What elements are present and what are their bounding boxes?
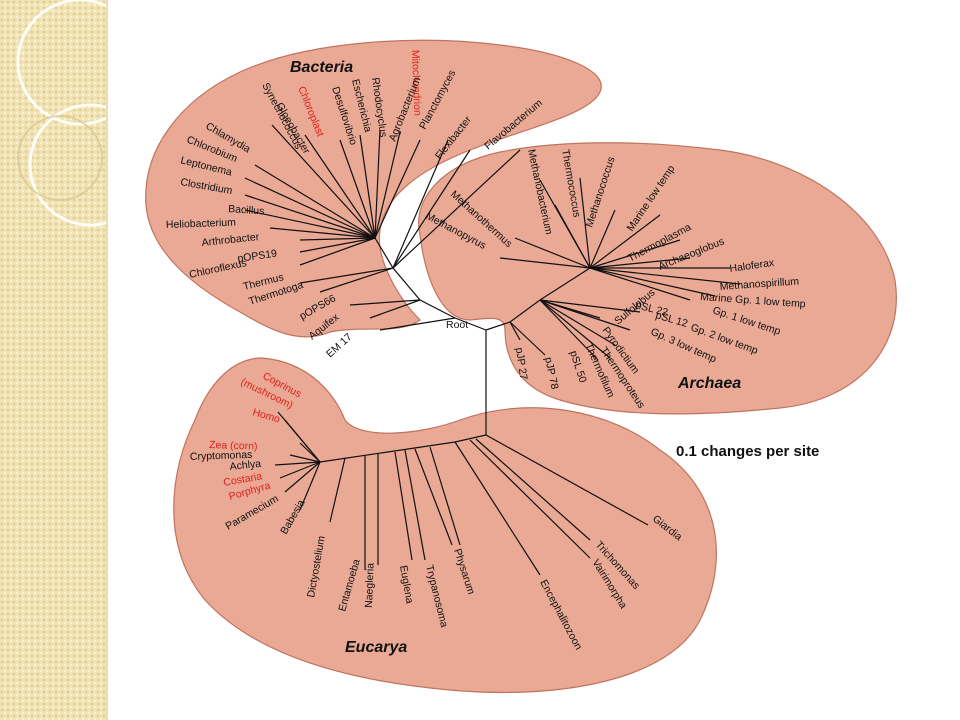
taxon-pjp27: pJP 27: [513, 347, 529, 381]
sidebar-circles-decoration: [16, 0, 106, 227]
taxon-em17: EM 17: [324, 331, 355, 360]
taxon-mitochondrion: Mitochondrion: [409, 50, 423, 116]
taxon-heliobacterium: Heliobacterium: [166, 217, 237, 231]
sidebar-divider: [106, 0, 108, 720]
taxon-naegleria: Naegleria: [363, 563, 377, 608]
domain-title-eucarya: Eucarya: [345, 639, 407, 656]
taxon-pops19: pOPS19: [237, 248, 278, 265]
tree-branches: [244, 124, 741, 576]
scale-bar-label: 0.1 changes per site: [676, 443, 820, 460]
eucarya-region: [173, 357, 717, 694]
taxon-achlya: Achlya: [229, 458, 262, 473]
decorative-sidebar: [0, 0, 107, 720]
bacteria-region: [145, 39, 602, 338]
archaea-region: [418, 142, 897, 415]
taxon-zea: Zea (corn): [209, 439, 258, 453]
domain-title-archaea: Archaea: [677, 375, 741, 392]
domain-regions: [145, 39, 897, 694]
domain-title-bacteria: Bacteria: [290, 59, 353, 76]
universal-phylogenetic-tree: Bacteria Archaea Eucarya Root Synechococ…: [145, 39, 897, 694]
taxon-bacillus: Bacillus: [228, 203, 265, 217]
taxon-cryptomonas: Cryptomonas: [190, 449, 253, 463]
root-label: Root: [446, 319, 468, 331]
taxon-methanospirillum: Methanospirillum: [719, 275, 799, 293]
